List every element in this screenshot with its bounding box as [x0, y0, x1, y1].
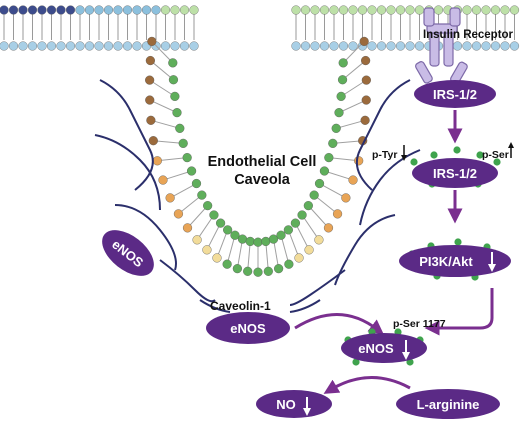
l-arginine-node: L-arginine [396, 389, 500, 419]
enos-bound-node: eNOS [206, 312, 290, 344]
pi3k-akt-label: PI3K/Akt [419, 254, 473, 269]
no-label: NO [276, 397, 296, 412]
insulin-receptor-icon [415, 7, 468, 85]
no-node: NO [256, 390, 332, 418]
enos-active-label: eNOS [358, 341, 394, 356]
lipid-bilayer-membrane [0, 5, 520, 277]
pi3k-akt-node: PI3K/Akt [399, 245, 511, 277]
irs-mid-label: IRS-1/2 [433, 166, 477, 181]
caveolin-1-chains [94, 79, 421, 313]
signalling-arrows [294, 110, 494, 394]
p-ser1177-label: p-Ser 1177 [393, 318, 446, 330]
irs-top-node: IRS-1/2 [414, 80, 496, 108]
p-tyr-label: p-Tyr [372, 149, 397, 161]
caveolin-label: Caveolin-1 [210, 299, 271, 313]
p-ser-label: p-Ser [482, 149, 509, 161]
enos-active-node: eNOS [341, 333, 427, 363]
enos-left-node: eNOS [102, 230, 154, 276]
irs-mid-node: IRS-1/2 [412, 158, 498, 188]
irs-top-label: IRS-1/2 [433, 87, 477, 102]
insulin-receptor-label: Insulin Receptor [423, 29, 514, 41]
enos-bound-label: eNOS [230, 321, 266, 336]
l-arginine-label: L-arginine [417, 397, 480, 412]
cell-title-line2: Caveola [234, 172, 291, 188]
cell-title-line1: Endothelial Cell [208, 154, 317, 170]
